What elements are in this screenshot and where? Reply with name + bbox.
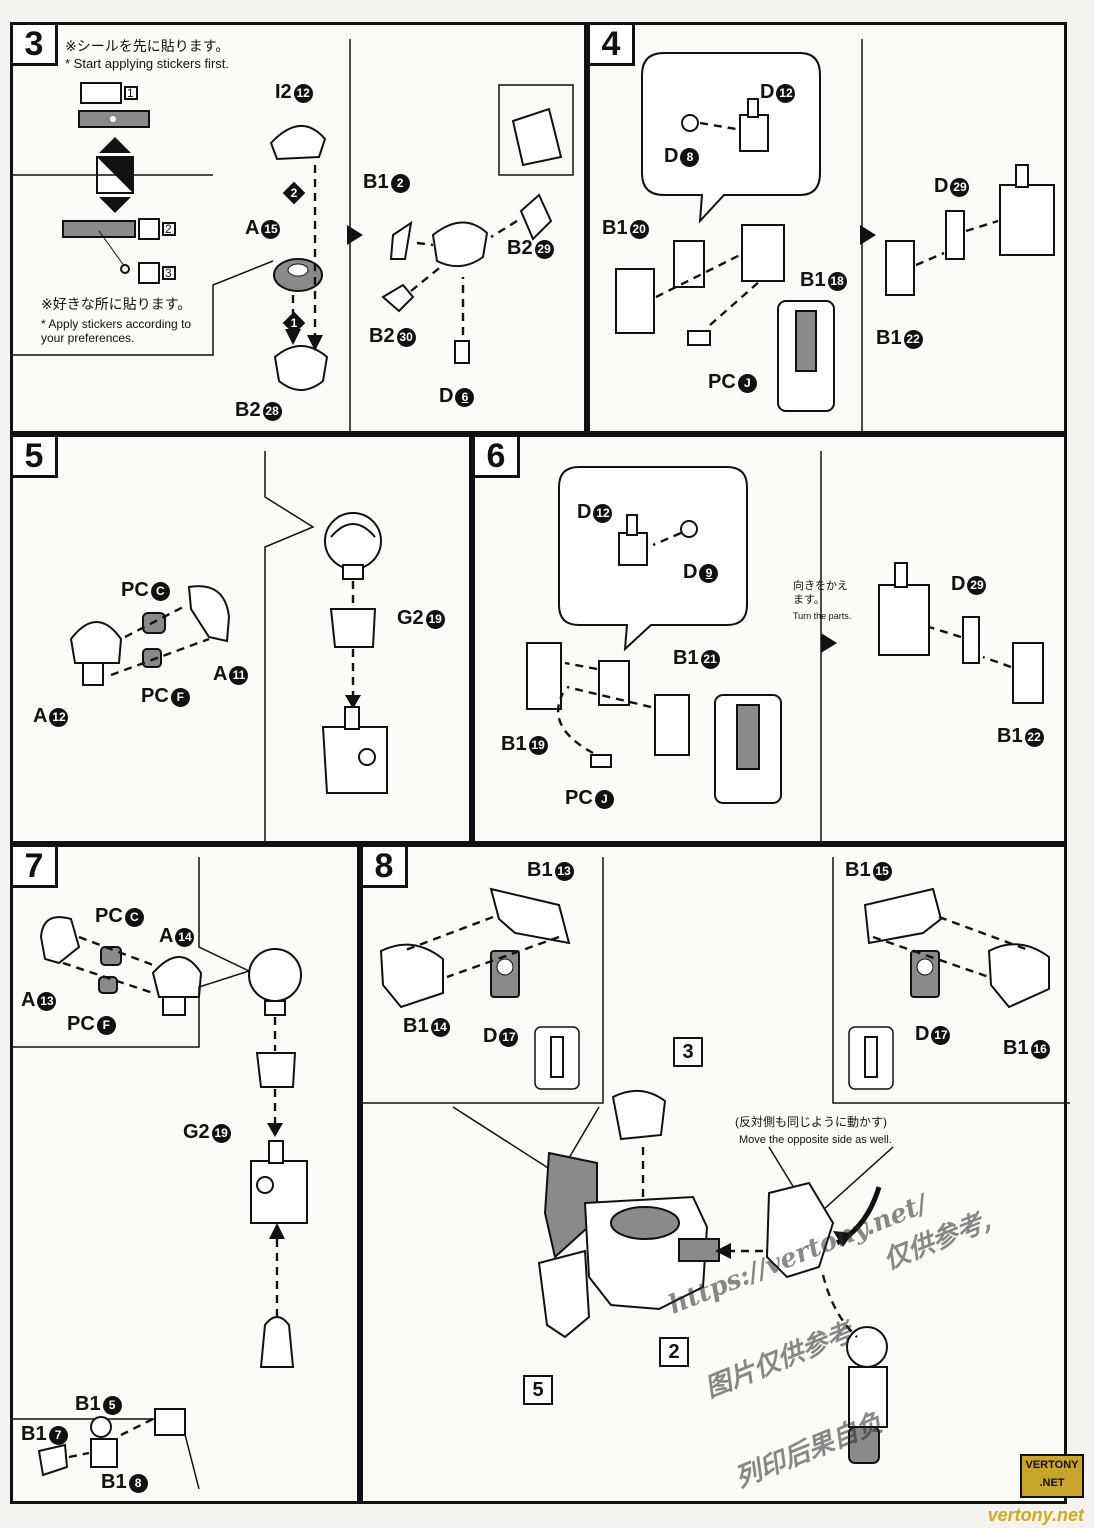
- sticker-num-3: 3: [165, 266, 172, 280]
- sticker-num-1: 1: [127, 86, 134, 100]
- step-5-drawing: [69, 451, 388, 847]
- step-number: 8: [363, 847, 408, 888]
- step-number: 7: [13, 847, 58, 888]
- sticker-note-jp: ※シールを先に貼ります。: [65, 38, 230, 54]
- step-3-panel: 3 ※シールを先に貼ります。 * Start applying stickers…: [10, 22, 587, 437]
- pref-note-jp: ※好きな所に貼ります。: [41, 296, 192, 312]
- turn-note-jp: 向きをかえます。: [793, 580, 848, 606]
- step-7-drawing: [13, 857, 308, 1490]
- sticker-num-2: 2: [165, 222, 172, 236]
- step-4-drawing: [615, 39, 1055, 437]
- step-number: 6: [475, 437, 520, 478]
- site-footer: vertony.net: [987, 1505, 1084, 1525]
- callout-box: 2: [659, 1337, 689, 1367]
- step-number: 3: [13, 25, 58, 66]
- vertony-logo: VERTONY.NET: [1020, 1454, 1084, 1498]
- step-6-drawing: [526, 451, 1044, 847]
- step-number: 5: [13, 437, 58, 478]
- svg-text:2: 2: [291, 186, 298, 200]
- callout-box: 3: [673, 1037, 703, 1067]
- pref-note-en: * Apply stickers according to your prefe…: [41, 317, 192, 345]
- step-3-drawing: 2 1: [13, 39, 574, 437]
- sticker-note-en: * Start applying stickers first.: [65, 56, 229, 71]
- callout-box: 5: [523, 1375, 553, 1405]
- step-8-drawing: [363, 857, 1070, 1464]
- step-8-panel: 8 3 2: [360, 844, 1070, 1504]
- turn-note-en: Turn the parts.: [793, 611, 852, 621]
- svg-text:1: 1: [291, 316, 298, 330]
- step-number: 4: [590, 25, 635, 66]
- opposite-side-note-en: Move the opposite side as well.: [739, 1134, 892, 1146]
- opposite-side-note-jp: (反対側も同じように動かす): [735, 1115, 887, 1129]
